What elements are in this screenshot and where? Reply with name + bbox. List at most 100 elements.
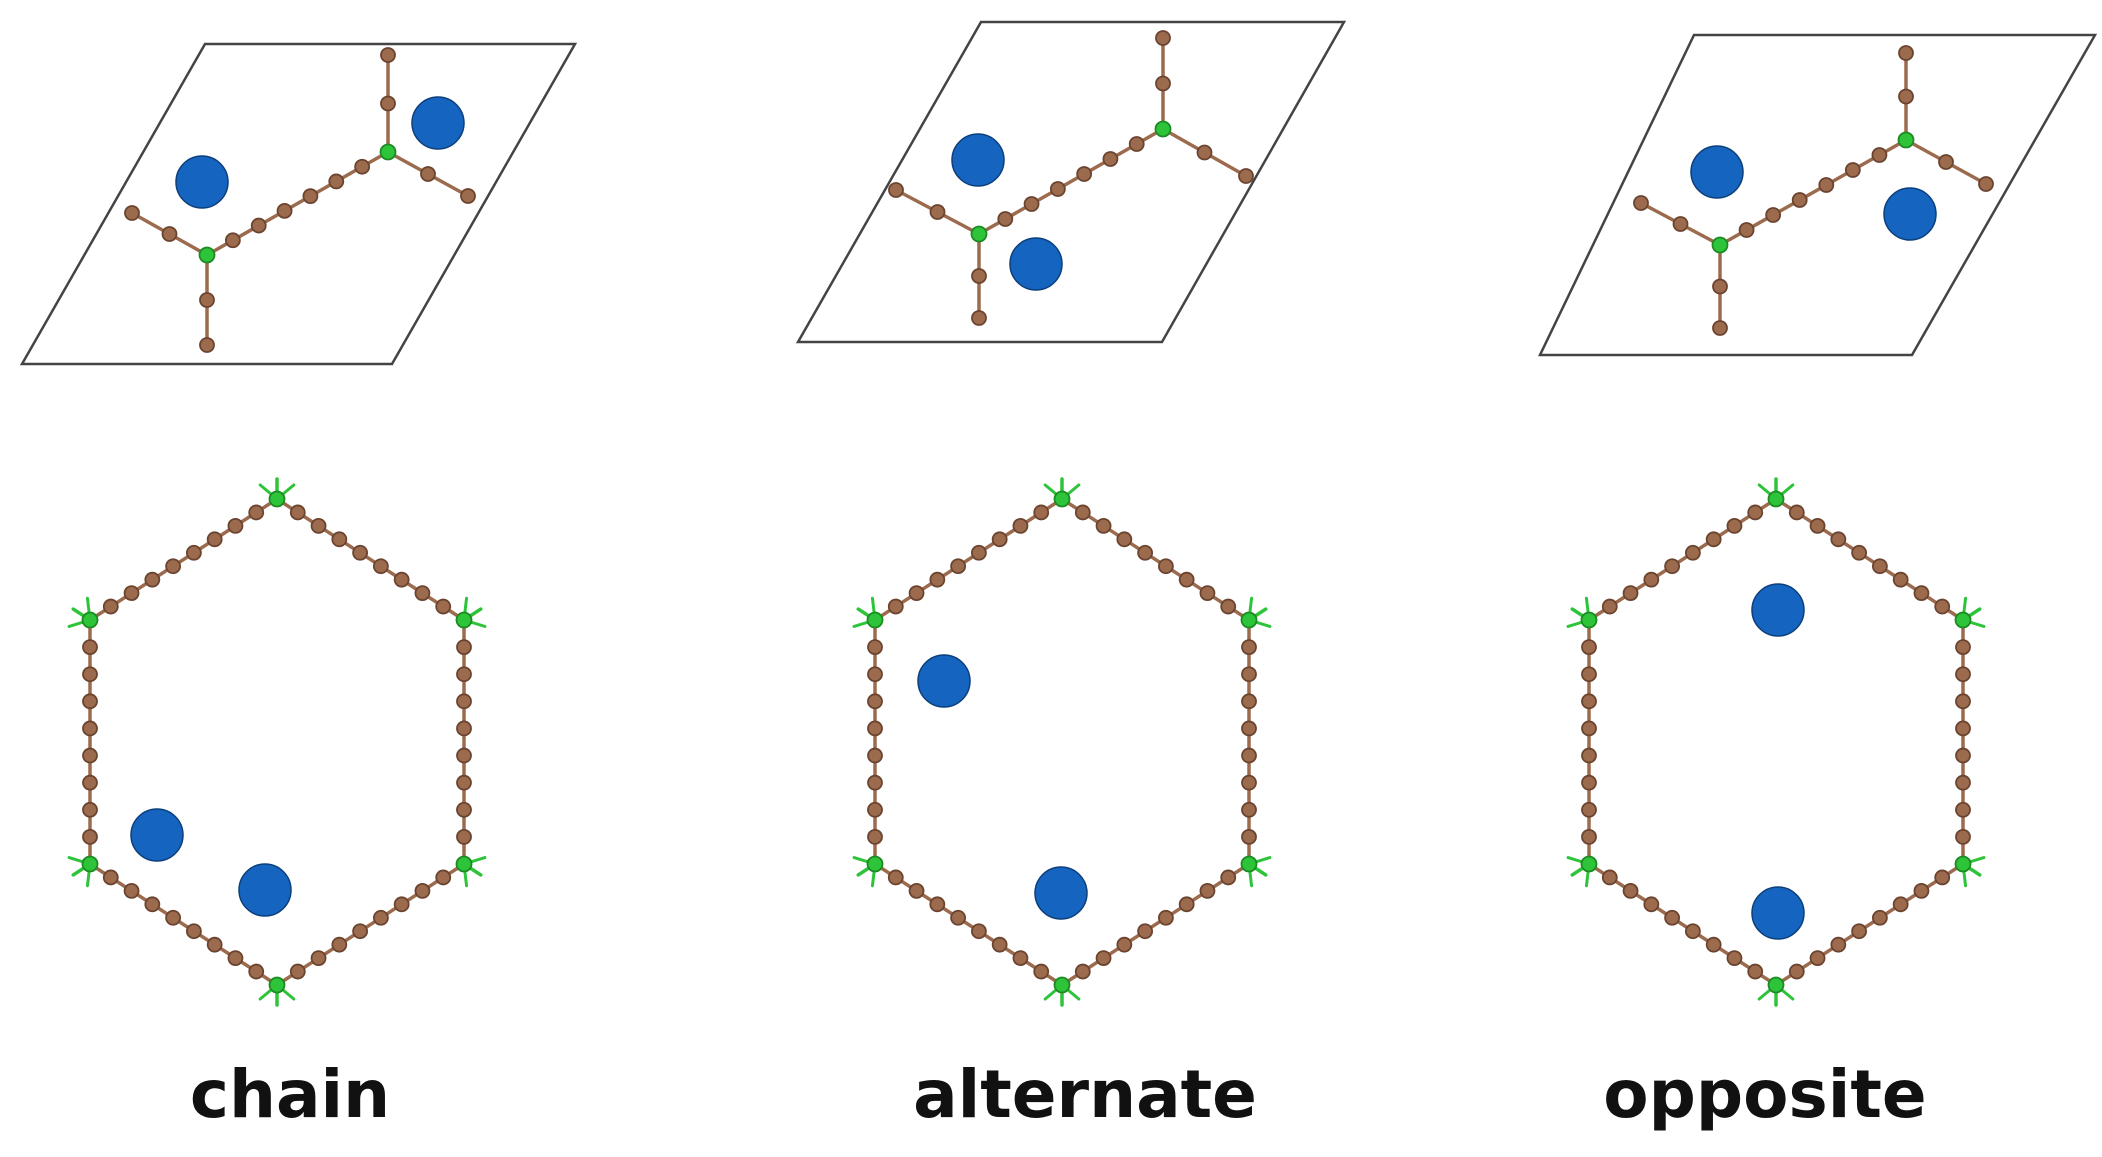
carbon-atom bbox=[1844, 162, 1861, 178]
carbon-atom bbox=[165, 558, 182, 575]
carbon-atom bbox=[165, 909, 182, 926]
carbon-atom bbox=[1955, 828, 1971, 845]
carbon-atom bbox=[380, 95, 396, 112]
label-alternate: alternate bbox=[913, 1056, 1257, 1133]
carbon-atom bbox=[950, 558, 967, 575]
carbon-atom bbox=[867, 666, 883, 683]
carbon-atom bbox=[1955, 720, 1971, 737]
label-opposite: opposite bbox=[1603, 1056, 1927, 1133]
label-chain: chain bbox=[189, 1056, 391, 1133]
carbon-atom bbox=[1095, 950, 1112, 967]
carbon-atom bbox=[1076, 166, 1093, 182]
carbon-atom bbox=[199, 292, 215, 308]
carbon-atom bbox=[82, 747, 98, 764]
panel-chain bbox=[19, 42, 578, 1007]
alternate-unit-cell-view bbox=[795, 20, 1347, 344]
junction-atom bbox=[970, 225, 988, 243]
carbon-atom bbox=[144, 571, 161, 588]
carbon-atom bbox=[1726, 950, 1743, 967]
carbon-atom bbox=[970, 544, 987, 561]
junction-atom bbox=[1053, 490, 1071, 508]
carbon-atom bbox=[1581, 747, 1597, 764]
carbon-atom bbox=[123, 882, 140, 899]
carbon-atom bbox=[1955, 666, 1971, 683]
carbon-atom bbox=[867, 720, 883, 737]
carbon-atom bbox=[1220, 598, 1237, 615]
carbon-chain-bond bbox=[1774, 862, 1965, 987]
carbon-atom bbox=[435, 598, 452, 615]
carbon-chain-bond bbox=[275, 497, 466, 622]
carbon-atom bbox=[185, 544, 202, 561]
carbon-atom bbox=[1178, 571, 1195, 588]
unit-cell-outline bbox=[1538, 33, 2098, 357]
junction-atom bbox=[1580, 855, 1598, 873]
carbon-atom bbox=[1196, 144, 1213, 161]
carbon-atom bbox=[224, 232, 241, 249]
carbon-atom bbox=[393, 896, 410, 913]
junction-atom bbox=[81, 611, 99, 629]
carbon-atom bbox=[887, 869, 904, 886]
carbon-atom bbox=[227, 950, 244, 967]
carbon-atom bbox=[1705, 936, 1722, 953]
carbon-atom bbox=[1581, 801, 1597, 818]
alternate-hexagon-view bbox=[852, 477, 1272, 1007]
adatom bbox=[951, 133, 1005, 187]
carbon-atom bbox=[1938, 154, 1954, 170]
carbon-atom bbox=[1955, 693, 1971, 710]
carbon-atom bbox=[123, 585, 140, 602]
carbon-atom bbox=[199, 337, 215, 353]
carbon-atom bbox=[1892, 896, 1909, 913]
junction-atom bbox=[1897, 131, 1915, 149]
carbon-atom bbox=[1830, 531, 1847, 548]
carbon-atom bbox=[82, 828, 98, 845]
carbon-atom bbox=[82, 774, 98, 791]
carbon-atom bbox=[1622, 882, 1639, 899]
carbon-atom bbox=[950, 909, 967, 926]
carbon-atom bbox=[1155, 75, 1171, 92]
carbon-atom bbox=[1664, 558, 1681, 575]
opposite-unit-cell-view bbox=[1538, 33, 2098, 357]
carbon-atom bbox=[1664, 909, 1681, 926]
carbon-atom bbox=[867, 774, 883, 791]
carbon-atom bbox=[354, 158, 371, 175]
junction-atom bbox=[866, 855, 884, 873]
carbon-atom bbox=[420, 166, 436, 182]
carbon-atom bbox=[867, 828, 883, 845]
carbon-atom bbox=[1871, 558, 1888, 575]
carbon-atom bbox=[310, 517, 327, 534]
carbon-atom bbox=[1012, 950, 1029, 967]
carbon-chain-bond bbox=[88, 862, 279, 987]
junction-atom bbox=[268, 976, 286, 994]
carbon-atom bbox=[372, 558, 389, 575]
unit-cell-outline bbox=[795, 20, 1347, 344]
carbon-atom bbox=[1643, 571, 1660, 588]
carbon-atom bbox=[929, 204, 946, 220]
adatom bbox=[1690, 145, 1744, 199]
carbon-atom bbox=[206, 531, 223, 548]
carbon-atom bbox=[102, 869, 119, 886]
adatom bbox=[411, 96, 465, 150]
carbon-atom bbox=[1747, 963, 1764, 980]
carbon-atom bbox=[867, 747, 883, 764]
junction-atom bbox=[379, 143, 397, 161]
carbon-atom bbox=[124, 205, 140, 221]
carbon-atom bbox=[1934, 598, 1951, 615]
carbon-atom bbox=[1712, 278, 1728, 295]
carbon-atom bbox=[380, 47, 396, 63]
carbon-atom bbox=[1788, 963, 1805, 980]
carbon-atom bbox=[1581, 828, 1597, 845]
carbon-atom bbox=[82, 639, 98, 656]
junction-atom bbox=[455, 611, 473, 629]
carbon-atom bbox=[1712, 320, 1728, 336]
carbon-atom bbox=[1074, 504, 1091, 521]
carbon-atom bbox=[372, 909, 389, 926]
carbon-chain-bond bbox=[1587, 862, 1778, 987]
carbon-atom bbox=[1581, 639, 1597, 656]
carbon-atom bbox=[1157, 909, 1174, 926]
carbon-atom bbox=[1955, 639, 1971, 656]
carbon-atom bbox=[929, 896, 946, 913]
carbon-atom bbox=[1241, 666, 1257, 683]
carbon-atom bbox=[1705, 531, 1722, 548]
carbon-atom bbox=[1622, 585, 1639, 602]
